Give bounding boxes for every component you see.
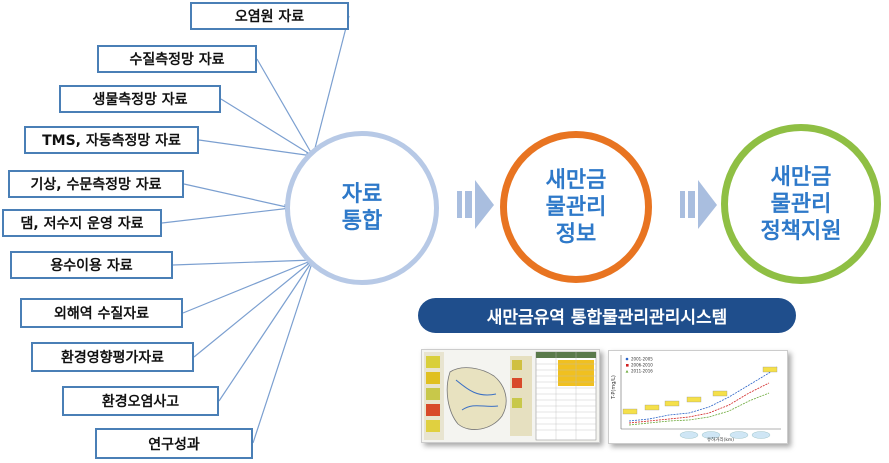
source-label: 용수이용 자료 bbox=[50, 258, 133, 274]
map-table-thumbnail-graphic bbox=[422, 350, 599, 442]
connector-line bbox=[183, 183, 292, 209]
thumb-legend-2: 2006-2010 bbox=[631, 363, 653, 368]
connector-line bbox=[256, 58, 314, 157]
source-box-dam: 댐, 저수지 운영 자료 bbox=[2, 209, 162, 237]
data-integration-circle: 자료 통합 bbox=[285, 131, 439, 285]
connector-line bbox=[182, 259, 314, 314]
source-label: 오염원 자료 bbox=[234, 9, 305, 25]
connector-line bbox=[252, 259, 314, 444]
thumb-ylabel: T-P(mg/L) bbox=[611, 375, 617, 400]
connector-line bbox=[161, 207, 292, 224]
thumb-xlabel: 유하거리(km) bbox=[707, 436, 734, 443]
source-box-weather: 기상, 수문측정망 자료 bbox=[8, 170, 184, 198]
source-label: 댐, 저수지 운영 자료 bbox=[20, 216, 144, 232]
flow-arrow-2 bbox=[680, 180, 717, 229]
connector-line bbox=[193, 259, 314, 358]
water-management-info-circle: 새만금 물관리 정보 bbox=[500, 131, 652, 283]
thumb-legend-3: 2011-2016 bbox=[631, 369, 653, 374]
source-label: 환경영향평가자료 bbox=[60, 350, 165, 366]
source-box-pollution: 오염원 자료 bbox=[190, 2, 349, 30]
connector-line bbox=[220, 98, 314, 157]
source-box-water-use: 용수이용 자료 bbox=[10, 251, 173, 279]
source-box-water-quality: 수질측정망 자료 bbox=[97, 45, 257, 73]
chart-thumbnail-graphic: T-P(mg/L) 2001-2005 2006-2010 2011-2016 … bbox=[609, 351, 787, 443]
chart-thumbnail: T-P(mg/L) 2001-2005 2006-2010 2011-2016 … bbox=[608, 350, 788, 444]
source-label: 수질측정망 자료 bbox=[129, 52, 225, 68]
policy-support-circle: 새만금 물관리 정책지원 bbox=[721, 124, 881, 284]
source-box-tms: TMS, 자동측정망 자료 bbox=[24, 126, 199, 154]
info-label: 새만금 물관리 정보 bbox=[545, 167, 607, 247]
source-box-accident: 환경오염사고 bbox=[62, 386, 219, 416]
source-label: 연구성과 bbox=[148, 436, 200, 453]
thumb-legend-1: 2001-2005 bbox=[631, 357, 653, 362]
source-box-eia: 환경영향평가자료 bbox=[31, 342, 194, 372]
hub-label: 자료 통합 bbox=[341, 182, 383, 234]
system-title-banner: 새만금유역 통합물관리관리시스템 bbox=[418, 298, 796, 333]
connector-line bbox=[312, 15, 350, 157]
source-label: 생물측정망 자료 bbox=[92, 92, 188, 108]
source-box-offshore: 외해역 수질자료 bbox=[20, 298, 183, 328]
source-box-research: 연구성과 bbox=[95, 428, 253, 459]
map-table-thumbnail bbox=[421, 349, 600, 443]
banner-label: 새만금유역 통합물관리관리시스템 bbox=[486, 308, 728, 328]
source-label: 환경오염사고 bbox=[101, 394, 180, 410]
connector-line bbox=[198, 139, 314, 157]
flow-arrow-1 bbox=[457, 180, 494, 229]
source-box-biology: 생물측정망 자료 bbox=[59, 85, 221, 113]
source-label: TMS, 자동측정망 자료 bbox=[42, 133, 181, 149]
source-label: 기상, 수문측정망 자료 bbox=[30, 177, 162, 193]
connector-line bbox=[218, 259, 314, 402]
policy-label: 새만금 물관리 정책지원 bbox=[760, 164, 842, 244]
connector-line bbox=[172, 259, 314, 266]
source-label: 외해역 수질자료 bbox=[53, 306, 150, 322]
